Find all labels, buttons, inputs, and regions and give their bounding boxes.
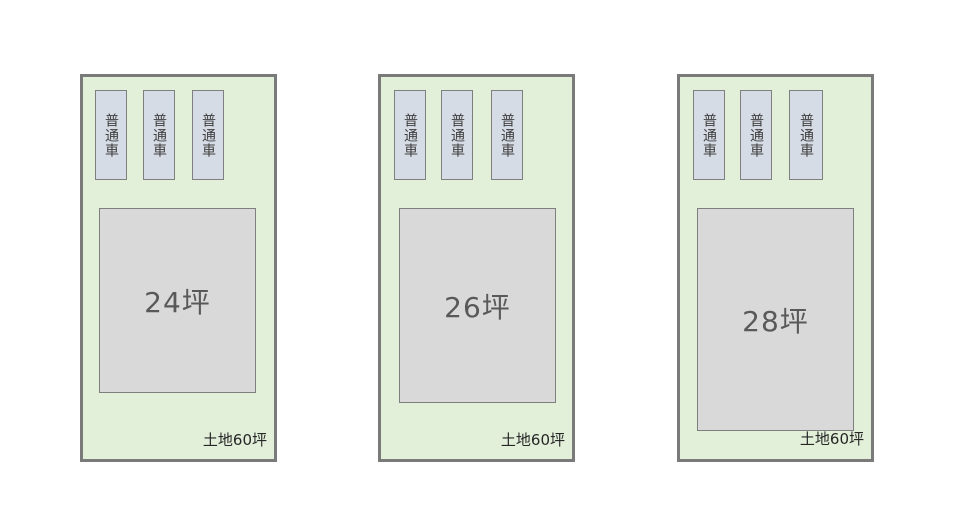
- land-size-label: 土地60坪: [799, 430, 864, 448]
- house-size-label: 28坪: [742, 304, 809, 338]
- land-size-label: 土地60坪: [202, 431, 267, 449]
- parking-space: 普通車: [95, 90, 127, 180]
- house-size-label: 24坪: [144, 285, 211, 319]
- parking-space-label: 普通車: [701, 112, 717, 158]
- parking-space-label: 普通車: [103, 112, 119, 158]
- parking-space-label: 普通車: [200, 112, 216, 158]
- house-footprint: 24坪: [99, 208, 256, 393]
- parking-space-label: 普通車: [798, 112, 814, 158]
- parking-space: 普通車: [693, 90, 725, 180]
- house-footprint: 28坪: [697, 208, 854, 431]
- parking-space: 普通車: [143, 90, 175, 180]
- lot-plan-2: 普通車 普通車 普通車 26坪 土地60坪: [378, 74, 575, 462]
- parking-space-label: 普通車: [402, 112, 418, 158]
- parking-space: 普通車: [789, 90, 823, 180]
- parking-space-label: 普通車: [499, 112, 515, 158]
- parking-space: 普通車: [441, 90, 473, 180]
- lot-plan-1: 普通車 普通車 普通車 24坪 土地60坪: [80, 74, 277, 462]
- house-size-label: 26坪: [444, 290, 511, 324]
- parking-space-label: 普通車: [748, 112, 764, 158]
- house-footprint: 26坪: [399, 208, 556, 403]
- parking-space-label: 普通車: [151, 112, 167, 158]
- parking-space: 普通車: [740, 90, 772, 180]
- parking-space: 普通車: [192, 90, 224, 180]
- parking-space: 普通車: [491, 90, 523, 180]
- land-size-label: 土地60坪: [500, 431, 565, 449]
- lot-plan-3: 普通車 普通車 普通車 28坪 土地60坪: [677, 74, 874, 462]
- parking-space-label: 普通車: [449, 112, 465, 158]
- parking-space: 普通車: [394, 90, 426, 180]
